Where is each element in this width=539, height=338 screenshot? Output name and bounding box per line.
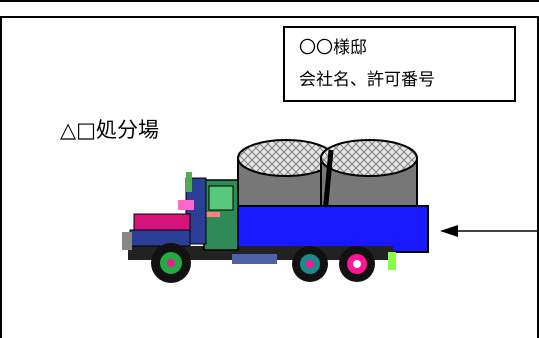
rear-wheel-2 bbox=[339, 246, 375, 282]
truck-bed bbox=[235, 205, 429, 253]
dump-truck-icon bbox=[122, 139, 429, 283]
front-wheel bbox=[151, 243, 191, 283]
rear-wheel-1 bbox=[292, 246, 328, 282]
company-permit-label: 会社名、許可番号 bbox=[299, 70, 435, 90]
arrow-left-icon bbox=[440, 225, 538, 237]
site-name-label: 〇〇様邸 bbox=[299, 38, 367, 58]
disposal-site-label: △□処分場 bbox=[60, 118, 159, 142]
truck-cab bbox=[122, 172, 239, 251]
truck-chassis bbox=[128, 246, 393, 260]
site-sign: 〇〇様邸 会社名、許可番号 bbox=[283, 26, 516, 102]
